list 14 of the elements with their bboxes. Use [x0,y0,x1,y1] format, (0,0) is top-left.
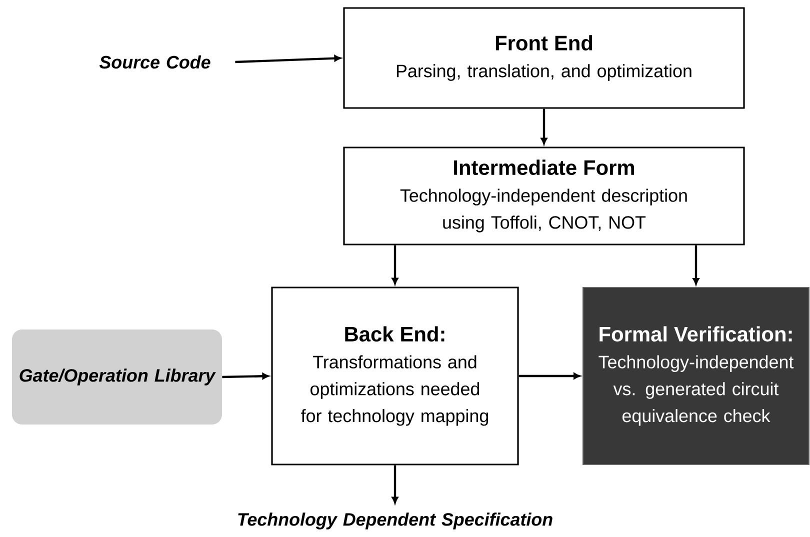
input-box: Gate/Operation Library [12,330,222,424]
process-box: Front End Parsing, translation, and optimization [343,7,745,109]
arrow [692,245,700,285]
flow-text: Source Code [99,55,210,69]
verification-box: Formal Verification: Technology-independent vs. generated circuit equivalence check [582,287,810,465]
flow-text: Technology Dependent Specification [238,512,552,530]
arrow [392,465,398,504]
arrow [235,55,341,64]
arrow [518,372,580,380]
process-box: Back End: Transformations and optimizations needed for technology mapping [271,286,519,466]
arrow [222,372,269,380]
process-box: Intermediate Form Technology-independent description using Toffoli, CNOT, NOT [343,146,745,246]
arrow [392,245,398,284]
arrow [540,108,548,144]
